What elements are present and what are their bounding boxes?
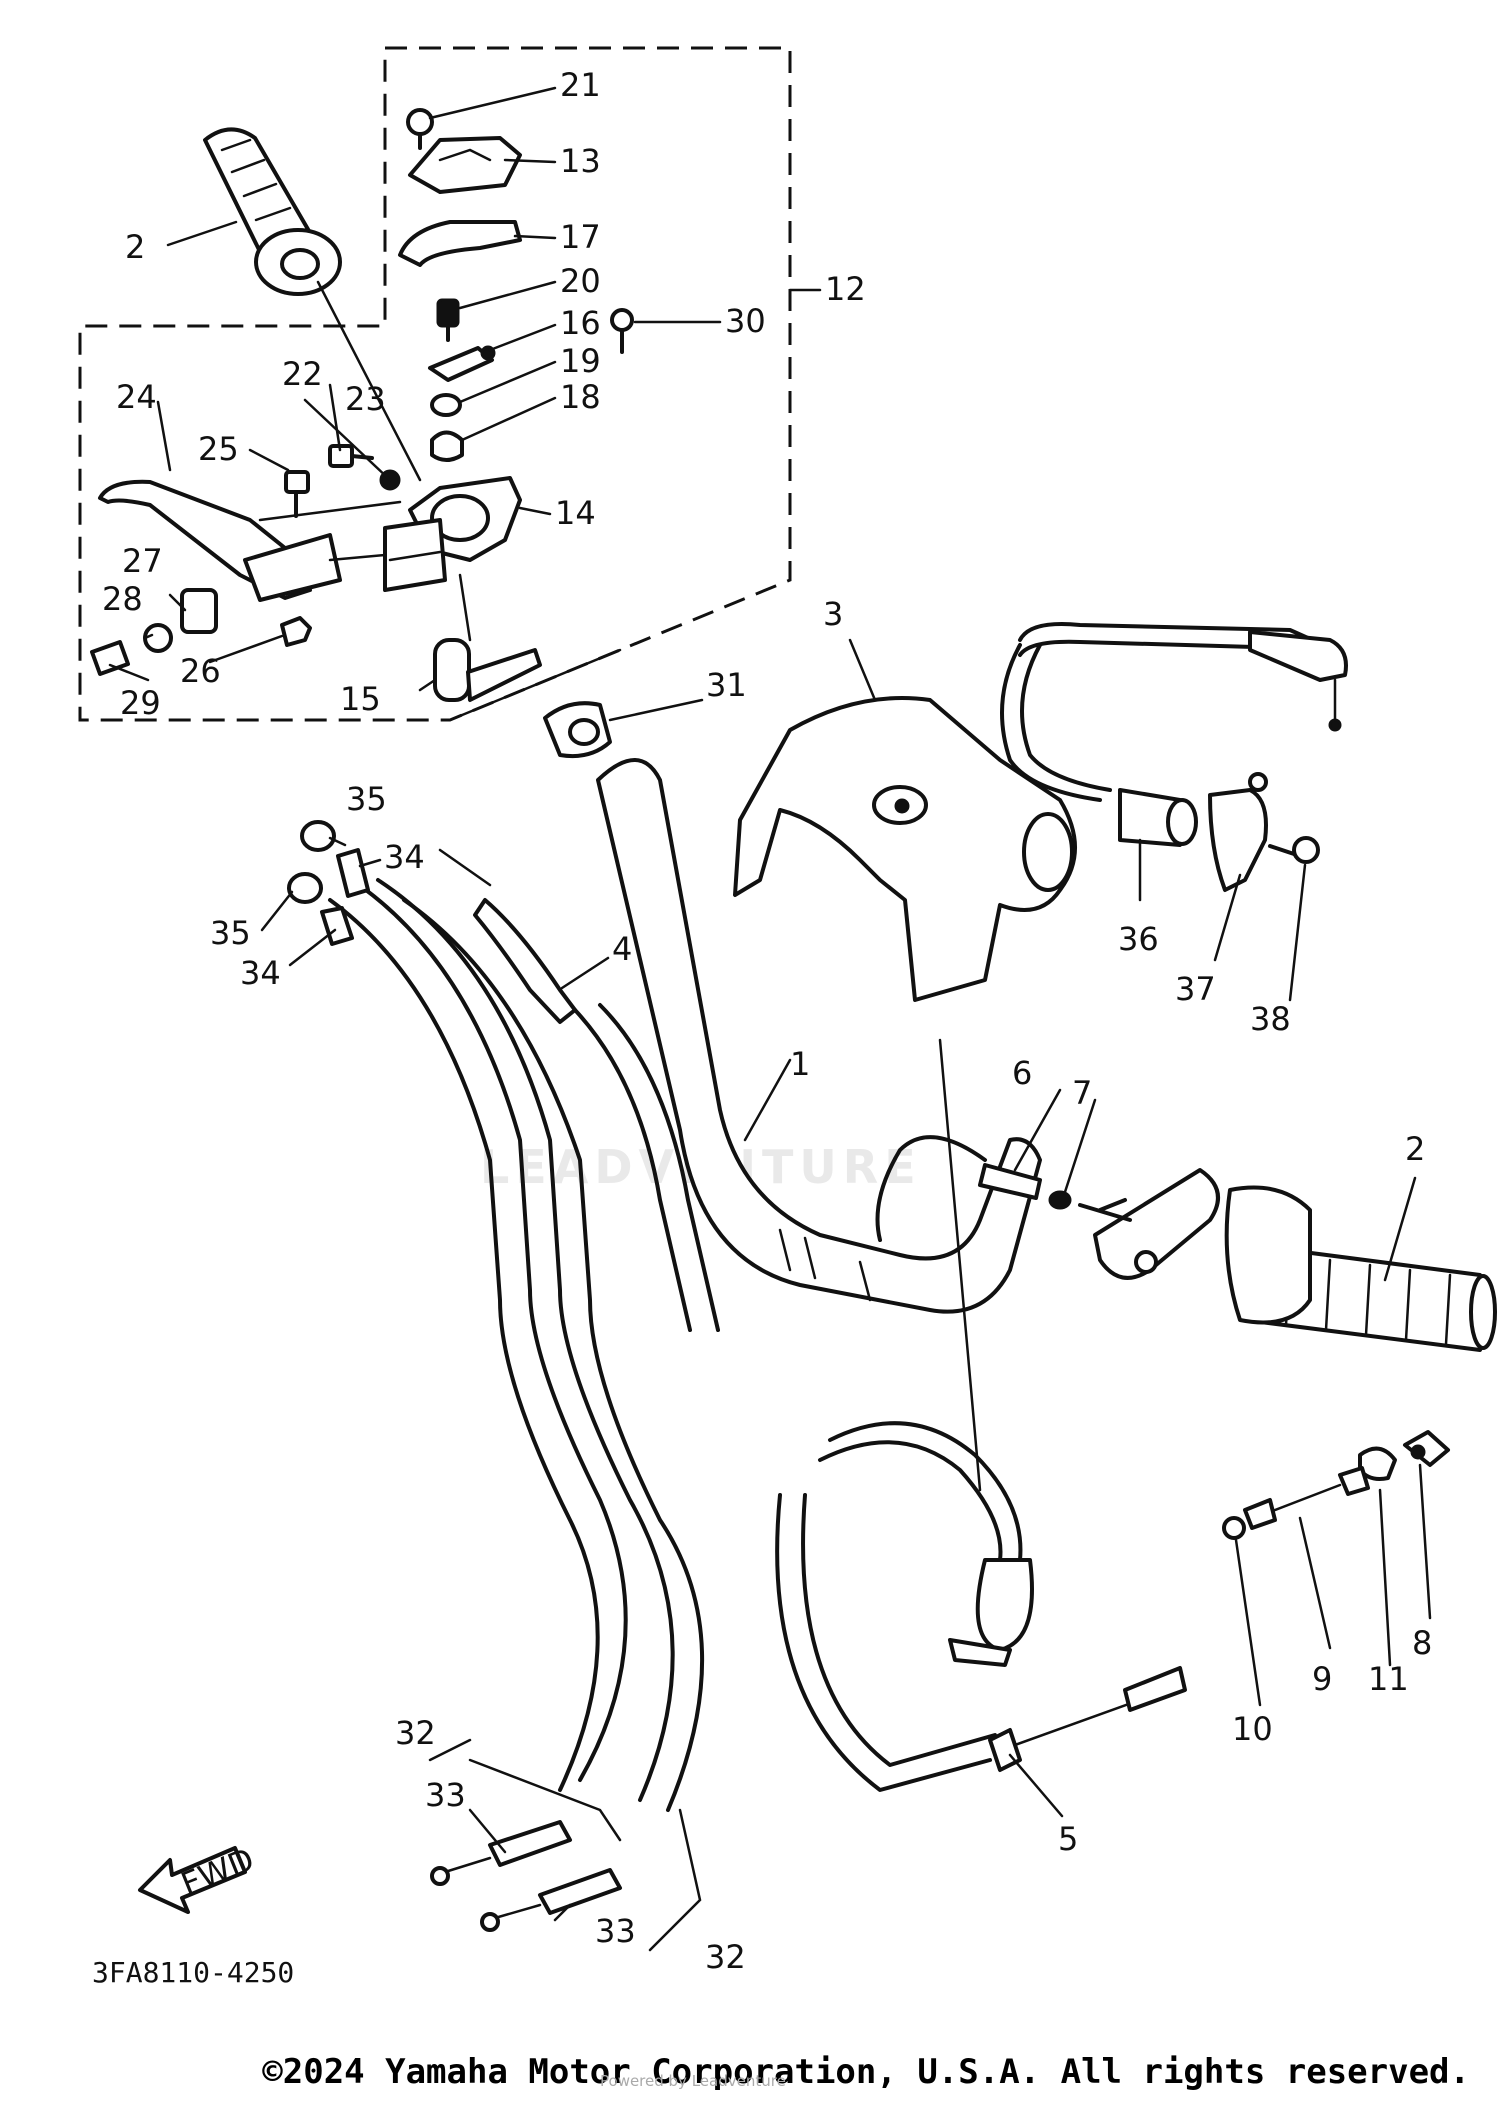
callout-17: 17 (560, 218, 601, 256)
callout-36: 36 (1118, 920, 1159, 958)
top-right-cable (1000, 622, 1348, 892)
callout-1: 1 (790, 1045, 810, 1083)
callout-6: 6 (1012, 1054, 1032, 1092)
right-side-cable (818, 1038, 1034, 1667)
cable-adjusters-34-35 (287, 820, 370, 946)
callout-33-lower: 33 (595, 1912, 636, 1950)
callout-34-upper: 34 (384, 838, 425, 876)
copyright-notice: ©2024 Yamaha Motor Corporation, U.S.A. A… (262, 2052, 1470, 2092)
callout-2-right: 2 (1405, 1130, 1425, 1168)
callout-38: 38 (1250, 1000, 1291, 1038)
callout-19: 19 (560, 342, 601, 380)
callout-21: 21 (560, 66, 601, 104)
brake-cables-32 (328, 878, 704, 1812)
callout-20: 20 (560, 262, 601, 300)
throttle-cable-4 (438, 848, 720, 1332)
callout-29: 29 (120, 684, 161, 722)
callout-35-lower: 35 (210, 914, 251, 952)
callout-31: 31 (706, 666, 747, 704)
callout-18: 18 (560, 378, 601, 416)
callout-4: 4 (612, 930, 632, 968)
assembly-boundary (78, 46, 792, 722)
callout-32-lower: 32 (705, 1938, 746, 1976)
throttle-small-parts (428, 298, 634, 462)
left-grip (203, 127, 422, 482)
callout-8: 8 (1412, 1624, 1432, 1662)
callout-25: 25 (198, 430, 239, 468)
cable-5 (775, 1493, 1187, 1792)
cable-ends-33 (430, 1820, 622, 1932)
powered-by-watermark: Powered by Leadventure (600, 2072, 786, 2090)
callout-15: 15 (340, 680, 381, 718)
adjuster-parts (1222, 1430, 1450, 1540)
callout-3: 3 (823, 595, 843, 633)
callout-34-lower: 34 (240, 954, 281, 992)
callout-28: 28 (102, 580, 143, 618)
callout-11: 11 (1368, 1660, 1409, 1698)
callout-24: 24 (116, 378, 157, 416)
callout-23: 23 (345, 380, 386, 418)
throttle-housing (383, 476, 522, 642)
brake-lever (90, 479, 402, 676)
callout-33-upper: 33 (425, 1776, 466, 1814)
callout-37: 37 (1175, 970, 1216, 1008)
callout-12: 12 (825, 270, 866, 308)
callout-35-upper: 35 (346, 780, 387, 818)
callouts: 2 21 13 17 20 16 19 18 30 12 14 15 31 22… (102, 66, 1432, 1976)
callout-26: 26 (180, 652, 221, 690)
lever-bolts (280, 444, 401, 647)
callout-2-left: 2 (125, 228, 145, 266)
callout-30: 30 (725, 302, 766, 340)
callout-27: 27 (122, 542, 163, 580)
fwd-arrow: FWD (138, 1840, 259, 1914)
callout-14: 14 (555, 494, 596, 532)
handlebar-cover (733, 696, 1077, 1002)
callout-22: 22 (282, 355, 323, 393)
throttle-cover-parts (398, 108, 522, 267)
fwd-label: FWD (176, 1840, 259, 1903)
callout-5: 5 (1058, 1820, 1078, 1858)
callout-32-upper: 32 (395, 1714, 436, 1752)
callout-10: 10 (1232, 1710, 1273, 1748)
cable-6-7 (875, 1135, 1132, 1242)
callout-16: 16 (560, 304, 601, 342)
callout-13: 13 (560, 142, 601, 180)
right-grip (1093, 1168, 1497, 1352)
leader-lines (108, 86, 1432, 1952)
drawing-code: 3FA8110-4250 (92, 1956, 294, 1989)
cable-end-15 (433, 638, 622, 722)
cable-boot-31 (543, 701, 612, 759)
callout-9: 9 (1312, 1660, 1332, 1698)
callout-7: 7 (1072, 1074, 1092, 1112)
